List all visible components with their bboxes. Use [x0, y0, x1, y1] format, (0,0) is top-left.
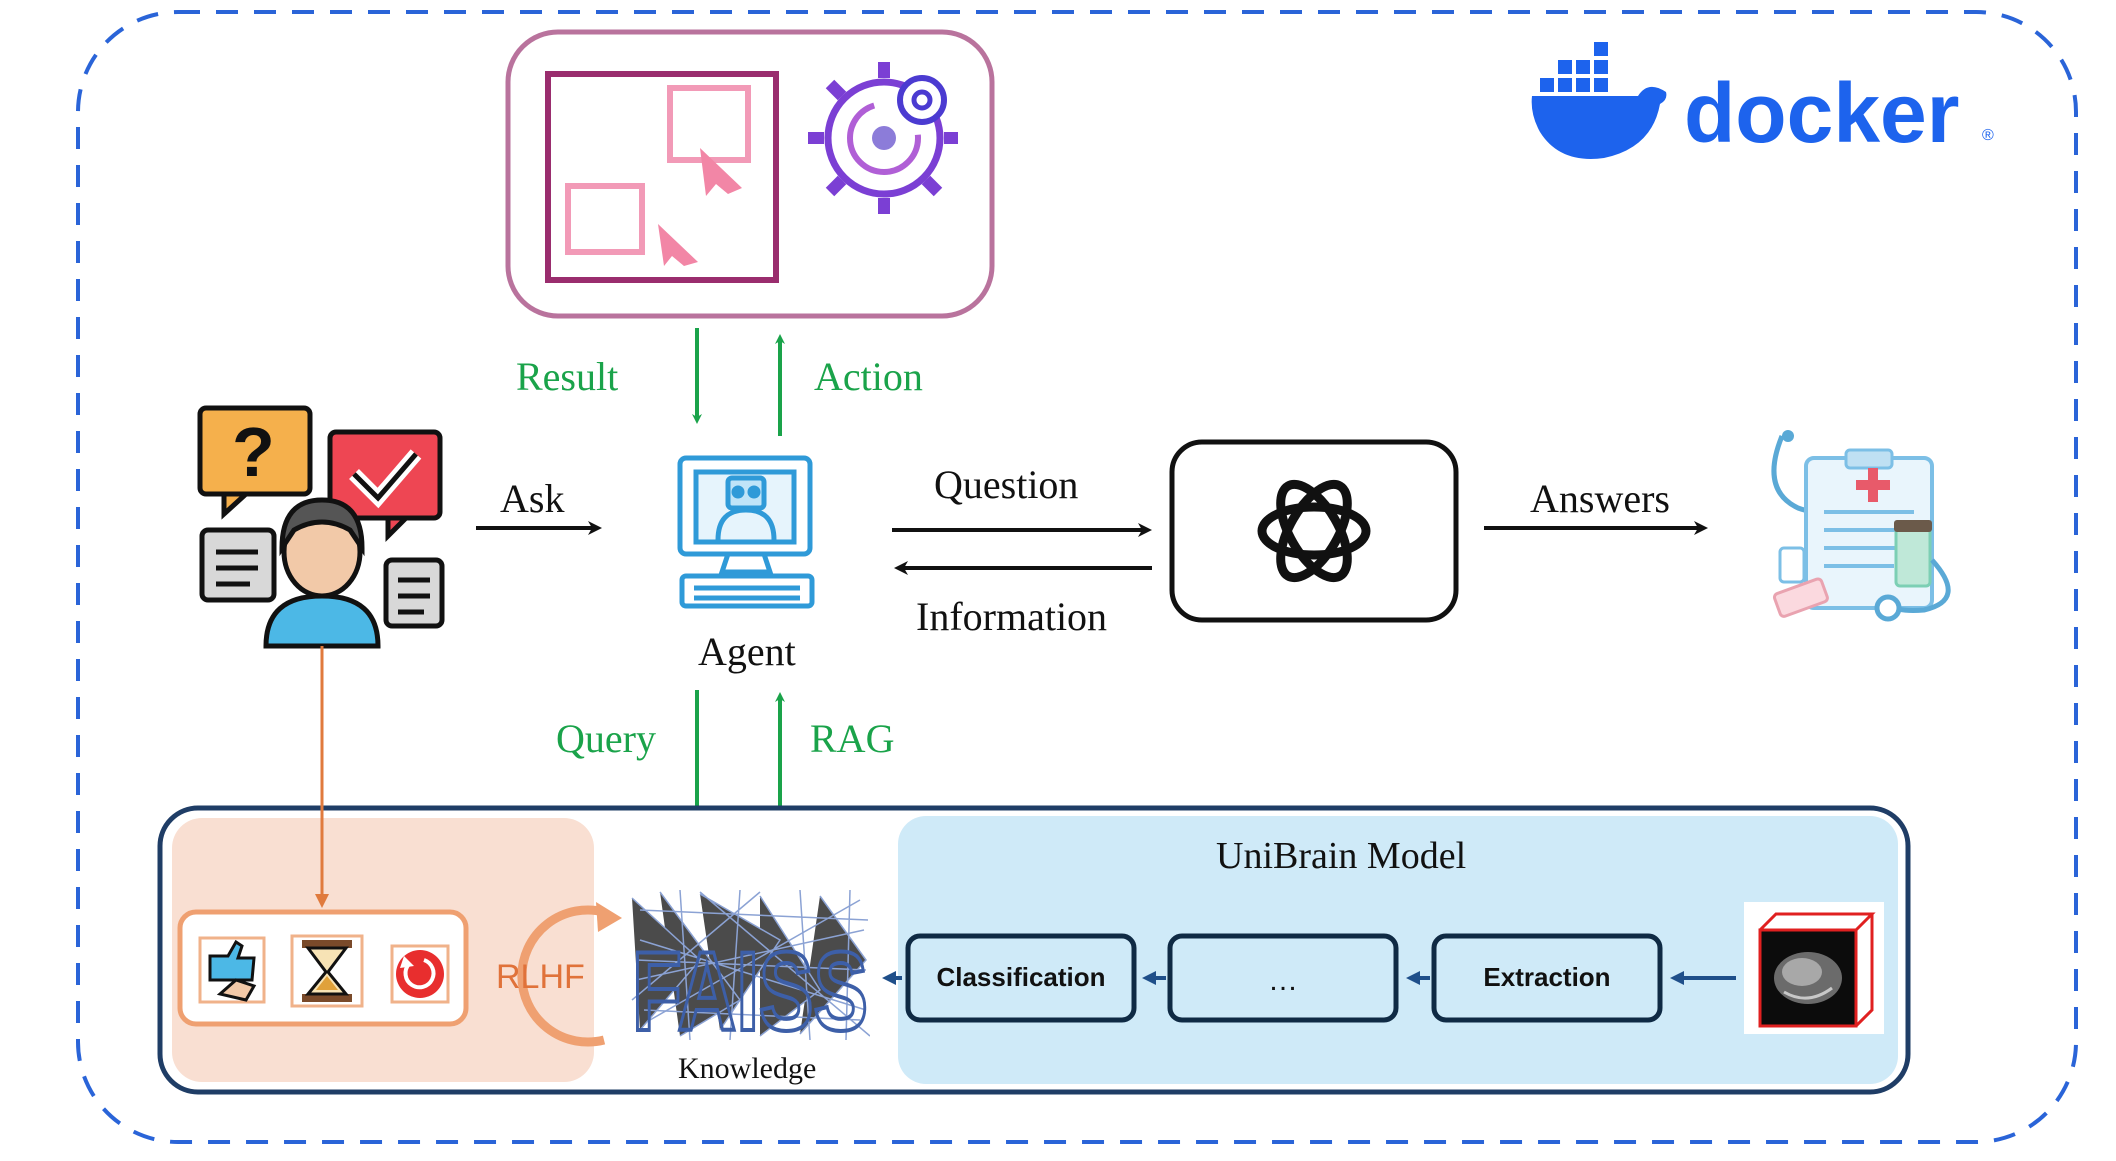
- thumbs-feedback-icon: [198, 936, 266, 1004]
- classification-stage-label: Classification: [936, 962, 1105, 992]
- llm-box: [1169, 439, 1459, 623]
- rlhf-loop-arrow: [517, 905, 606, 1047]
- docker-logo: docker ®: [1531, 42, 1994, 160]
- faiss-knowledge-icon: FAISS: [630, 890, 870, 1056]
- brain-mri-icon: [1744, 902, 1884, 1034]
- result-label: Result: [516, 354, 618, 399]
- docker-whale-icon: [1531, 42, 1667, 159]
- intermediate-stage: [1167, 933, 1399, 1023]
- gear-icon: [808, 62, 958, 214]
- ask-label: Ask: [500, 476, 564, 521]
- environment-box: [505, 29, 995, 319]
- docker-registered-mark: ®: [1982, 127, 1994, 144]
- robot-computer-icon: [677, 455, 815, 609]
- action-label: Action: [814, 354, 923, 399]
- svg-text:?: ?: [232, 413, 275, 491]
- classification-stage: [905, 933, 1137, 1023]
- intermediate-stage-label: …: [1268, 964, 1298, 997]
- extraction-stage: [1431, 933, 1663, 1023]
- medical-clipboard-icon: [1771, 430, 1951, 622]
- agent-label: Agent: [698, 629, 796, 674]
- answers-label: Answers: [1530, 476, 1670, 521]
- rlhf-label: RLHF: [496, 958, 585, 996]
- faiss-wordmark: FAISS: [632, 929, 868, 1054]
- information-label: Information: [916, 594, 1107, 639]
- extraction-stage-label: Extraction: [1483, 962, 1610, 992]
- rag-label: RAG: [810, 716, 894, 761]
- question-label: Question: [934, 462, 1078, 507]
- unibrain-title: UniBrain Model: [1216, 835, 1466, 877]
- knowledge-label: Knowledge: [678, 1052, 816, 1085]
- docker-wordmark: docker: [1684, 66, 1959, 160]
- query-label: Query: [556, 716, 656, 761]
- refresh-icon: [390, 944, 450, 1004]
- hourglass-icon: [290, 934, 364, 1008]
- user-question-icon: ?: [197, 405, 445, 649]
- feedback-area: RLHF: [172, 818, 622, 1082]
- cursor-icon: [565, 85, 751, 266]
- openai-logo-icon: [1257, 479, 1371, 583]
- unibrain-model-area: UniBrain Model Classification … Extracti…: [882, 816, 1898, 1084]
